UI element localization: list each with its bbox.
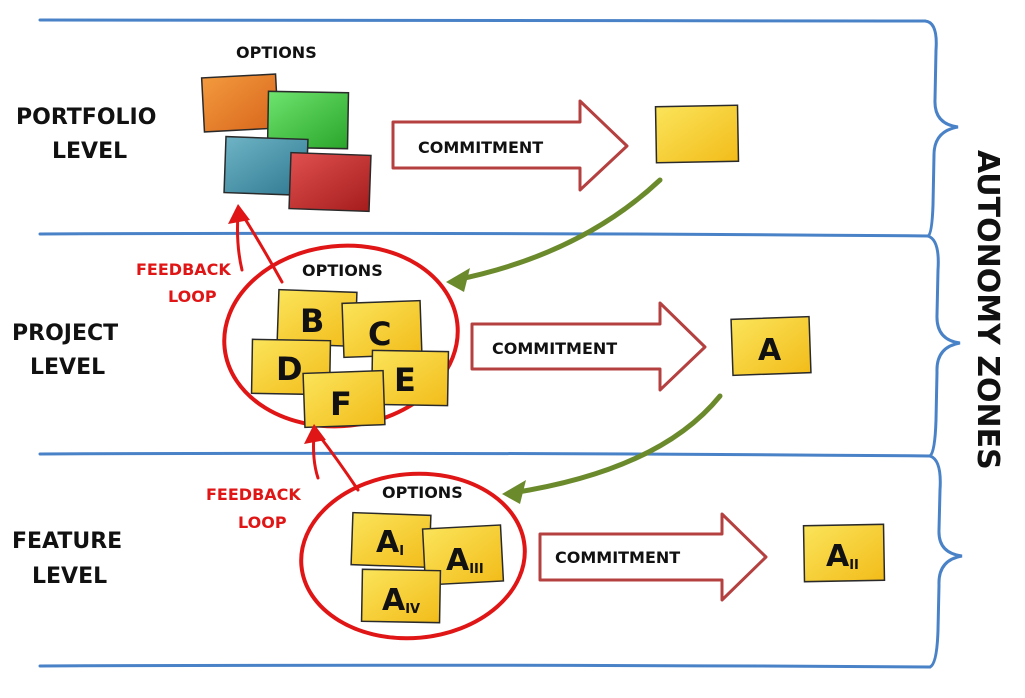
sticky-note-orange <box>200 73 280 133</box>
sticky-note-f <box>302 369 386 429</box>
portfolio-commitment-label: COMMITMENT <box>418 138 543 157</box>
feature-commitment-note <box>802 523 886 583</box>
feature-feedback-label-line2: LOOP <box>238 513 287 532</box>
green-arrowhead-project <box>446 268 470 292</box>
project-options-label: OPTIONS <box>302 261 383 280</box>
project-level-label-line1: PROJECT <box>12 321 118 346</box>
feature-feedback-circle <box>299 471 527 641</box>
portfolio-commitment-note <box>654 104 740 164</box>
green-arrow-portfolio-to-project <box>452 177 663 283</box>
feedback-arrow-project-to-portfolio <box>236 212 284 284</box>
zone-line-portfolio-project <box>38 231 930 238</box>
feature-commitment-note-label: AII <box>826 539 859 574</box>
autonomy-zones-label: AUTONOMY ZONES <box>970 150 1005 470</box>
project-feedback-label-line1: FEEDBACK <box>136 260 231 279</box>
feature-options-label: OPTIONS <box>382 483 463 502</box>
project-commitment-note-label: A <box>758 333 782 368</box>
green-arrow-project-to-feature <box>509 393 723 496</box>
brace-feature <box>928 454 963 669</box>
sticky-note-a-iii <box>421 524 505 586</box>
sticky-note-red <box>288 151 372 213</box>
note-a-i-label: AI <box>376 525 404 560</box>
feedback-arrow-feature-to-project <box>312 432 360 492</box>
note-c-label: C <box>368 315 391 353</box>
note-d-label: D <box>276 350 303 388</box>
note-b-label: B <box>300 302 324 340</box>
note-f-label: F <box>330 385 352 423</box>
brace-portfolio <box>923 19 959 238</box>
zone-braces <box>923 19 963 669</box>
portfolio-level-label-line2: LEVEL <box>52 139 127 164</box>
zone-lines <box>38 18 932 669</box>
portfolio-level-label-line1: PORTFOLIO <box>16 105 156 130</box>
zone-line-project-feature <box>38 451 932 458</box>
sticky-note-a-iv <box>360 568 442 624</box>
note-e-label: E <box>394 361 416 399</box>
feature-option-notes <box>350 511 505 624</box>
feedback-arrowhead-portfolio <box>228 204 250 224</box>
brace-project <box>926 234 961 458</box>
portfolio-options-notes <box>200 73 372 213</box>
project-feedback-label-line2: LOOP <box>168 287 217 306</box>
zone-line-bottom <box>38 663 932 669</box>
feedback-arrowhead-project <box>304 424 326 444</box>
feature-commitment-label: COMMITMENT <box>555 548 680 567</box>
portfolio-options-label: OPTIONS <box>236 43 317 62</box>
feature-commitment-arrow <box>538 512 768 602</box>
project-option-notes <box>250 288 450 429</box>
note-a-iii-label: AIII <box>446 543 484 578</box>
feature-feedback-label-line1: FEEDBACK <box>206 485 301 504</box>
project-commitment-note <box>730 315 812 377</box>
portfolio-commitment-arrow <box>391 99 629 192</box>
project-level-label-line2: LEVEL <box>30 355 105 380</box>
project-commitment-arrow <box>470 301 707 392</box>
zone-line-top <box>38 18 927 23</box>
project-commitment-label: COMMITMENT <box>492 339 617 358</box>
feature-level-label-line1: FEATURE <box>12 529 122 554</box>
feature-level-label-line2: LEVEL <box>32 564 107 589</box>
green-arrowhead-feature <box>502 480 526 504</box>
note-a-iv-label: AIV <box>382 583 420 618</box>
